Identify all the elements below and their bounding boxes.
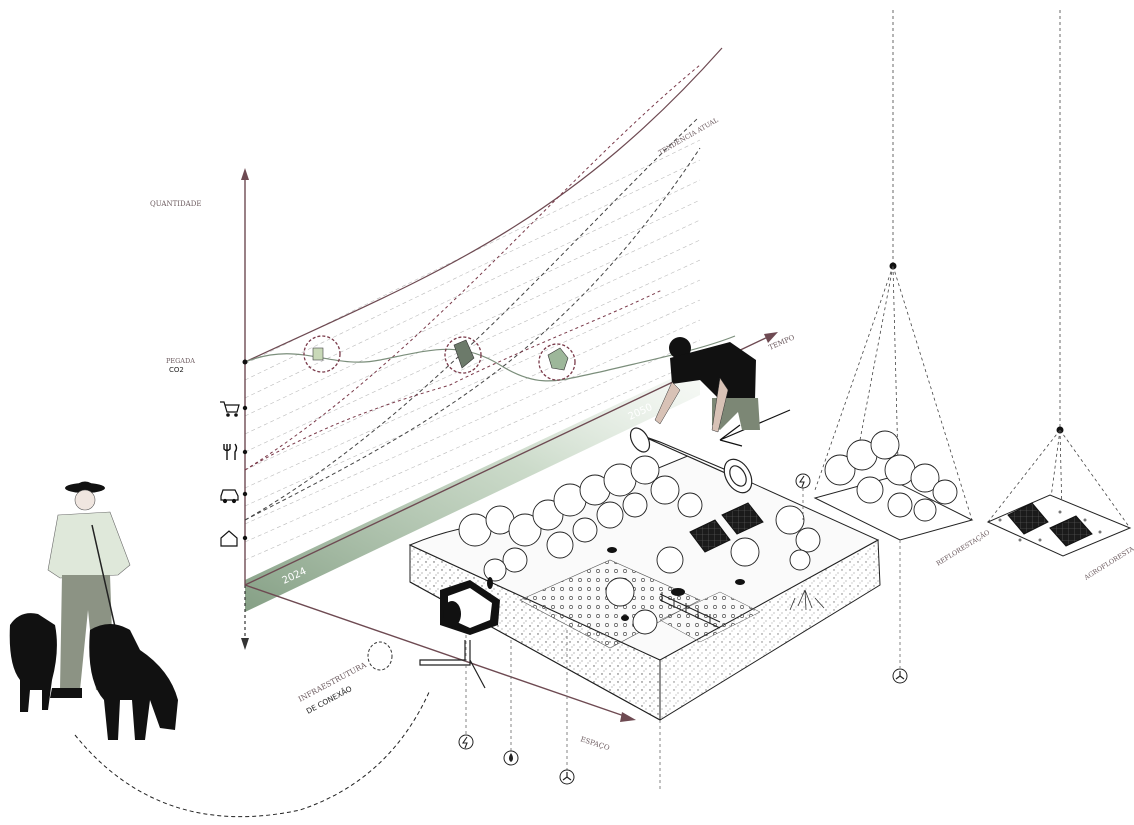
dog-right — [89, 624, 178, 740]
milestone-circle-3 — [539, 344, 575, 380]
trend-curve — [245, 48, 722, 362]
cart-icon — [220, 402, 239, 416]
agroforestry-label: AGROFLORESTA — [1082, 545, 1134, 583]
agroforestry-module: AGROFLORESTA — [988, 10, 1134, 582]
house-icon — [221, 531, 237, 546]
dashed-trend-2 — [245, 118, 698, 520]
wind-turbine-icon — [893, 669, 907, 683]
man-figure — [655, 337, 760, 432]
dashed-trend-4 — [245, 290, 662, 470]
milestone-circle-1 — [304, 336, 340, 372]
lightning-icon — [459, 735, 473, 749]
car-icon — [221, 490, 238, 503]
wind-turbine-icon — [560, 770, 574, 784]
trend-label: TENDÊNCIA ATUAL — [657, 115, 721, 157]
reforestation-label: REFLORESTAÇÃO — [934, 527, 991, 567]
footprint-label-line1: PEGADA — [166, 357, 195, 365]
water-drop-icon — [504, 751, 518, 765]
quantity-axis-down-arrow — [241, 638, 249, 650]
space-axis-arrow — [620, 712, 636, 722]
quantity-axis-arrow — [241, 168, 249, 180]
lightning-icon — [796, 474, 810, 488]
dashed-trend-3 — [245, 148, 700, 520]
journey-path — [75, 690, 430, 817]
milestone-circle-2 — [445, 337, 481, 373]
footprint-label-line2: CO2 — [169, 366, 184, 374]
quantity-label: QUANTIDADE — [150, 200, 201, 208]
dog-left — [10, 613, 57, 712]
space-label: ESPAÇO — [579, 735, 610, 752]
cutlery-icon — [224, 444, 237, 460]
